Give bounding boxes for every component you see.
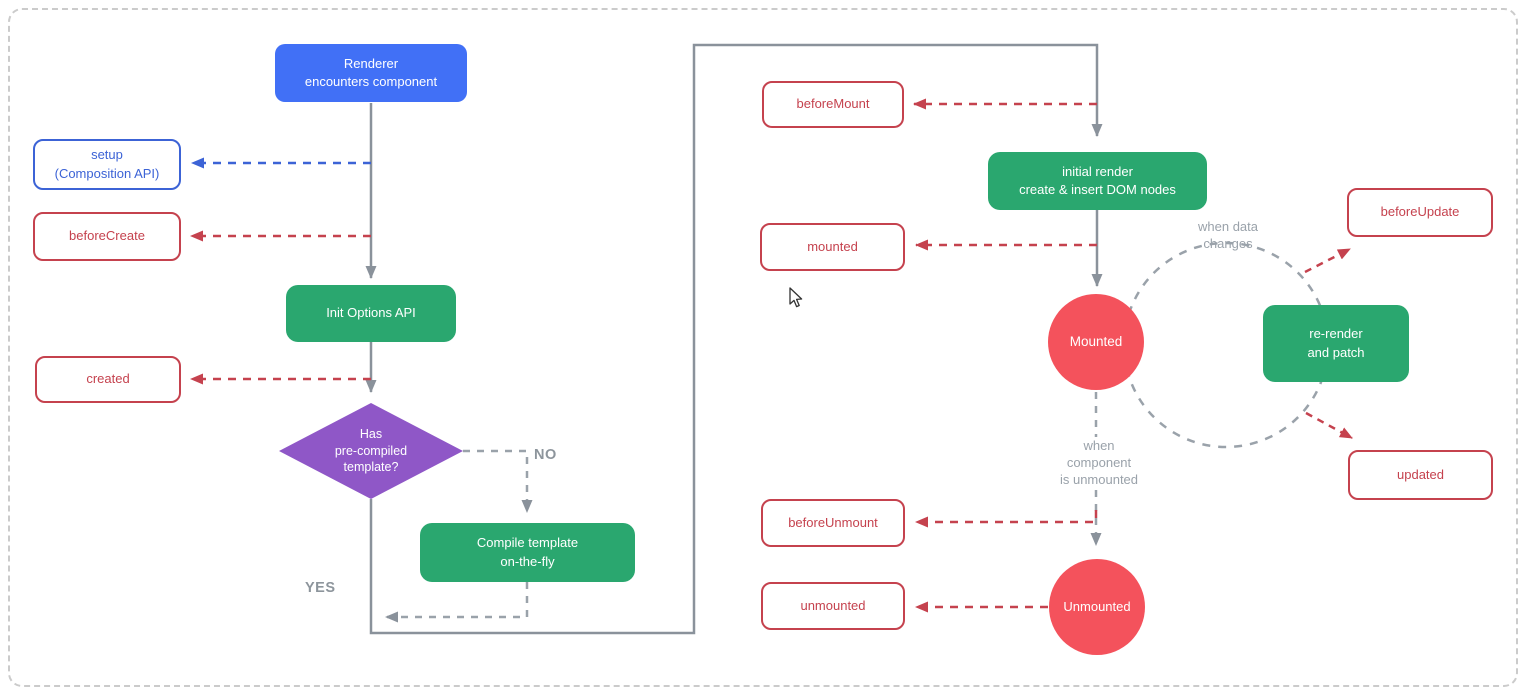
node-beforeunmount: beforeUnmount [761, 499, 905, 547]
edge-beforeunmount-hook [915, 510, 1098, 528]
edge-yes-to-initial-render [369, 43, 1103, 635]
node-beforeupdate: beforeUpdate [1347, 188, 1493, 237]
node-mounted-hook: mounted [760, 223, 905, 271]
node-renderer-encounters-component: Renderer encounters component [275, 44, 467, 102]
node-compile-template: Compile template on-the-fly [420, 523, 635, 582]
edge-beforeupdate-hook [1304, 247, 1351, 274]
label-when-data-changes: when data changes [1198, 219, 1258, 251]
node-created: created [35, 356, 181, 403]
mouse-cursor [789, 287, 803, 308]
label-no: NO [534, 447, 557, 463]
node-re-render-and-patch: re-render and patch [1263, 305, 1409, 382]
label-yes: YES [305, 580, 336, 596]
node-init-options-api: Init Options API [286, 285, 456, 342]
node-unmounted-hook: unmounted [761, 582, 905, 630]
node-updated: updated [1348, 450, 1493, 500]
node-initial-render: initial render create & insert DOM nodes [988, 152, 1207, 210]
state-mounted: Mounted [1048, 294, 1144, 390]
node-setup: setup (Composition API) [33, 139, 181, 190]
node-beforecreate: beforeCreate [33, 212, 181, 261]
edge-compile-return [385, 582, 529, 623]
edge-decision-no [463, 449, 533, 513]
label-when-component-unmounted: when component is unmounted [1038, 437, 1160, 490]
edge-updated-hook [1305, 411, 1353, 440]
state-unmounted: Unmounted [1049, 559, 1145, 655]
node-beforemount: beforeMount [762, 81, 904, 128]
